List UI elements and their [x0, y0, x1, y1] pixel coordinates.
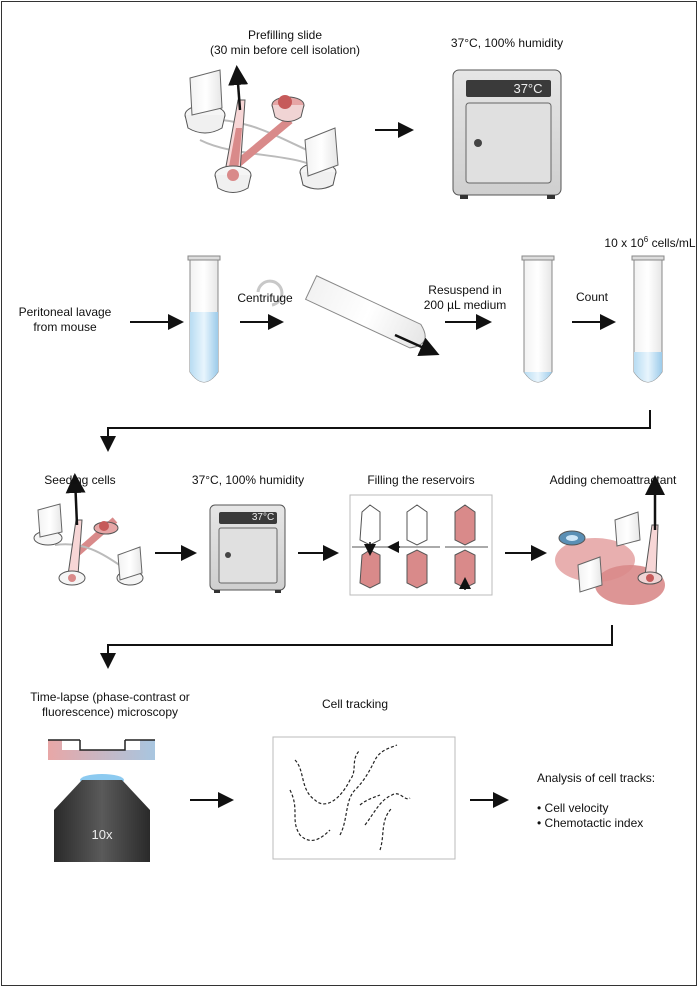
adding-label: Adding chemoattractant	[549, 473, 677, 487]
incubator-large	[452, 69, 562, 199]
cell-tracks	[289, 744, 411, 851]
analysis-item-chemotactic: • Chemotactic index	[537, 816, 644, 830]
reservoir-filling-panel	[349, 494, 493, 596]
microscope-objective	[48, 739, 155, 862]
tracking-panel	[272, 736, 456, 860]
concentration-suffix: cells/mL	[648, 236, 696, 250]
objective-label: 10x	[91, 827, 113, 842]
seeding-label: Seeding cells	[44, 473, 116, 487]
lavage-line1: Peritoneal lavage	[18, 305, 112, 319]
resuspend-line1: Resuspend in	[428, 283, 502, 297]
prefill-title: Prefilling slide	[247, 28, 323, 42]
concentration-exponent: 6	[643, 235, 649, 244]
concentration-label: 10 x 106 cells/mL	[600, 232, 700, 251]
timelapse-line1: Time-lapse (phase-contrast or	[30, 690, 190, 704]
incubator-label-row1: 37°C, 100% humidity	[450, 36, 564, 50]
incubator-display-row1: 37°C	[513, 81, 543, 96]
incubator-display-row3: 37°C	[251, 512, 275, 523]
chemoattractant-slide-illustration	[555, 475, 665, 605]
tube-lavage	[187, 255, 221, 383]
centrifuge-label: Centrifuge	[237, 291, 293, 305]
tube-count	[631, 255, 665, 383]
timelapse-line2: fluorescence) microscopy	[41, 705, 179, 719]
analysis-title: Analysis of cell tracks:	[537, 771, 656, 785]
tube-centrifuge	[304, 275, 426, 349]
prefill-slide-illustration	[184, 65, 339, 193]
resuspend-line2: 200 µL medium	[423, 298, 507, 312]
analysis-item-velocity: • Cell velocity	[537, 801, 609, 815]
concentration-prefix: 10 x 10	[604, 236, 644, 250]
filling-label: Filling the reservoirs	[367, 473, 475, 487]
seeding-slide-illustration	[33, 473, 144, 586]
prefill-subtitle: (30 min before cell isolation)	[209, 43, 361, 57]
incubator-small	[209, 504, 286, 593]
tracking-label: Cell tracking	[321, 697, 389, 711]
tube-resuspend	[521, 255, 555, 383]
count-label: Count	[575, 290, 609, 304]
lavage-line2: from mouse	[33, 320, 97, 334]
incubator-label-row3: 37°C, 100% humidity	[191, 473, 305, 487]
